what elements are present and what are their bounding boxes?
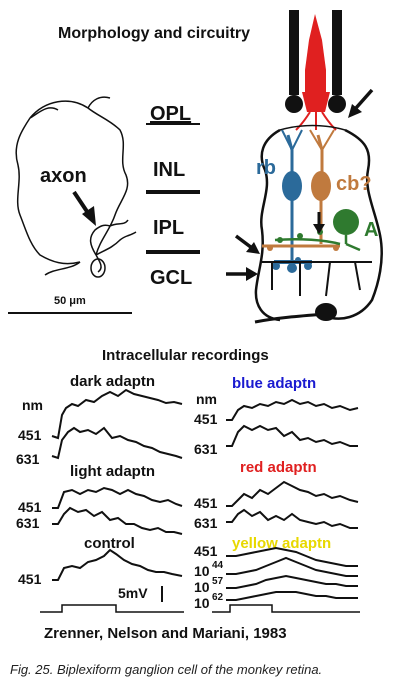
right-red-631: 631 [194,515,218,531]
trace-red-451 [226,480,359,507]
trace-yellow-44 [226,556,358,577]
trace-dark-631 [51,426,183,460]
left-dark-631: 631 [16,451,40,467]
layer-gcl: GCL [150,267,192,289]
trace-yellow-57 [226,574,358,589]
right-10-c: 10 [194,595,210,611]
right-red-451: 451 [194,495,218,511]
circuitry-diagram: rb cb? A [226,10,383,324]
label-a: A [364,219,378,241]
trace-dark-451 [51,388,183,440]
trace-yellow-451 [226,546,358,567]
right-blue-631: 631 [194,441,218,457]
label-blue-adaptn: blue adaptn [232,375,316,392]
label-red-adaptn: red adaptn [240,459,317,476]
label-yellow-adaptn: yellow adaptn [232,535,331,552]
right-exp-44: 44 [212,560,224,571]
layer-inl: INL [153,159,185,181]
trace-red-631 [226,508,358,529]
ganglion-cell-drawing [15,96,137,278]
credit-line: Zrenner, Nelson and Mariani, 1983 [44,625,287,642]
axon-label: axon [40,165,87,187]
left-nm-label: nm [22,397,43,413]
right-10-a: 10 [194,563,210,579]
label-light-adaptn: light adaptn [70,463,155,480]
recordings-title: Intracellular recordings [102,347,269,364]
right-exp-62: 62 [212,592,224,603]
trace-blue-631 [226,424,358,447]
left-light-631: 631 [16,515,40,531]
label-cb: cb? [336,173,372,195]
trace-light-631 [52,506,183,535]
layer-opl: OPL [150,103,191,125]
right-yellow-451: 451 [194,543,218,559]
left-light-451: 451 [18,499,42,515]
layer-labels: OPL INL IPL GCL [146,103,200,289]
trace-light-451 [52,486,183,509]
trace-yellow-62 [226,591,358,601]
right-exp-57: 57 [212,576,224,587]
right-recordings: blue adaptn nm 451 631 red adaptn 451 63… [194,375,360,613]
morphology-title: Morphology and circuitry [58,25,250,42]
scale-5mv-label: 5mV [118,585,148,601]
label-rb: rb [256,157,276,179]
axon-arrow [72,190,96,226]
trace-blue-451 [226,398,359,421]
left-control-451: 451 [18,571,42,587]
label-dark-adaptn: dark adaptn [70,373,155,390]
stimulus-left [40,604,184,613]
layer-ipl: IPL [153,217,184,239]
scale-bar-label: 50 μm [54,295,86,307]
left-dark-451: 451 [18,427,42,443]
right-blue-451: 451 [194,411,218,427]
right-nm-label: nm [196,391,217,407]
label-control: control [84,535,135,552]
right-10-b: 10 [194,579,210,595]
figure-caption: Fig. 25. Biplexiform ganglion cell of th… [10,662,323,677]
left-recordings: dark adaptn nm 451 631 light adaptn 451 … [16,373,184,613]
trace-control-451 [52,548,183,581]
stimulus-right [212,604,360,613]
